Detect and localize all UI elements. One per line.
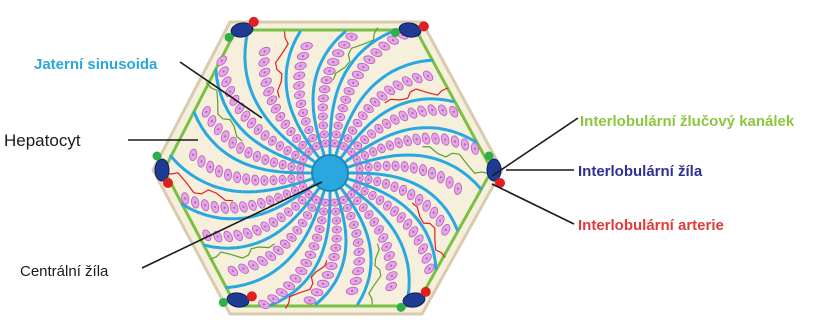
bile-duct-mark xyxy=(153,152,162,161)
hepatocyte-cell xyxy=(327,58,339,66)
label-bile-duct: Interlobulární žlučový kanálek xyxy=(580,113,795,130)
interlobular-vein-mark xyxy=(487,159,501,181)
hepatocyte-cell xyxy=(242,173,250,184)
hepatocyte-cell xyxy=(410,162,418,173)
leader-interlobular-artery xyxy=(492,184,574,224)
hepatocyte-cell xyxy=(215,165,222,177)
hepatocyte-cell xyxy=(322,271,334,278)
label-sinusoid: Jaterní sinusoida xyxy=(34,56,158,73)
label-interlobular-artery: Interlobulární arterie xyxy=(578,217,724,234)
hepatocyte-cell xyxy=(419,164,427,175)
hepatocyte-cell xyxy=(324,67,336,74)
leader-bile-duct xyxy=(492,118,578,176)
hepatocyte-cell xyxy=(428,167,435,179)
label-interlobular-vein: Interlobulární žíla xyxy=(578,163,703,180)
hepatocyte-cell xyxy=(224,169,231,181)
hepatocyte-cell xyxy=(233,172,241,183)
label-hepatocyte: Hepatocyt xyxy=(4,131,81,150)
hepatocyte-cell xyxy=(326,262,337,269)
hepatocyte-cell xyxy=(206,161,214,173)
interlobular-vein-mark xyxy=(155,159,169,181)
hepatocyte-cell xyxy=(321,76,332,84)
hepatocyte-cell xyxy=(319,85,330,93)
interlobular-artery-mark xyxy=(163,178,173,188)
hepatocyte-cell xyxy=(329,253,340,261)
hepatocyte-cell xyxy=(317,280,329,288)
hepatocyte-cell xyxy=(330,244,341,252)
bile-duct-mark xyxy=(485,152,494,161)
central-vein xyxy=(312,155,348,191)
hepatocyte-cell xyxy=(437,171,445,183)
label-central-vein: Centrální žíla xyxy=(20,263,109,280)
